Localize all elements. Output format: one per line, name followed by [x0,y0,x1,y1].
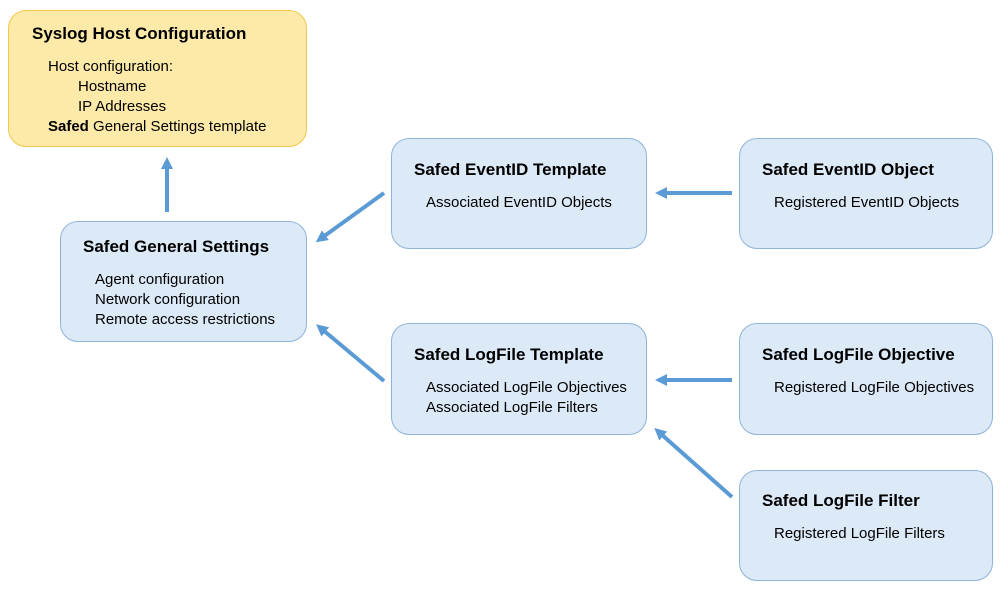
associated-eventid-objects-label: Associated EventID Objects [426,194,612,211]
safed-general-settings-box: Safed General Settings Agent configurati… [60,221,307,342]
associated-logfile-filters-label: Associated LogFile Filters [426,399,598,416]
registered-logfile-objectives-label: Registered LogFile Objectives [774,379,975,396]
associated-logfile-objectives-label: Associated LogFile Objectives [426,379,627,396]
general-settings-template-label: Safed General Settings template [48,118,266,135]
safed-logfile-template-box: Safed LogFile Template Associated LogFil… [391,323,647,435]
safed-eventid-template-box: Safed EventID Template Associated EventI… [391,138,647,249]
safed-eventid-object-box: Safed EventID Object Registered EventID … [739,138,993,249]
safed-logfile-template-title: Safed LogFile Template [414,345,604,364]
hostname-label: Hostname [78,78,147,95]
syslog-host-configuration-box: Syslog Host Configuration Host configura… [8,10,307,147]
host-configuration-label: Host configuration: [48,58,174,75]
registered-logfile-filters-label: Registered LogFile Filters [774,525,945,542]
ip-addresses-label: IP Addresses [78,98,167,115]
network-configuration-label: Network configuration [95,291,241,308]
safed-eventid-template-title: Safed EventID Template [414,160,607,179]
syslog-host-configuration-title: Syslog Host Configuration [32,24,247,43]
registered-eventid-objects-label: Registered EventID Objects [774,194,960,211]
safed-logfile-objective-box: Safed LogFile Objective Registered LogFi… [739,323,993,435]
arrow-eventid-template-to-general [315,191,386,243]
remote-access-restrictions-label: Remote access restrictions [95,311,276,328]
safed-logfile-filter-title: Safed LogFile Filter [762,491,920,510]
safed-eventid-object-title: Safed EventID Object [762,160,934,179]
arrow-logfile-filter-to-template [654,428,734,499]
safed-logfile-filter-box: Safed LogFile Filter Registered LogFile … [739,470,993,581]
general-settings-template-rest: General Settings template [88,118,267,135]
safed-logfile-objective-title: Safed LogFile Objective [762,345,955,364]
safed-general-settings-title: Safed General Settings [83,237,270,256]
safed-bold-word: Safed [48,118,89,135]
agent-configuration-label: Agent configuration [95,271,225,288]
arrow-logfile-template-to-general [316,324,386,383]
